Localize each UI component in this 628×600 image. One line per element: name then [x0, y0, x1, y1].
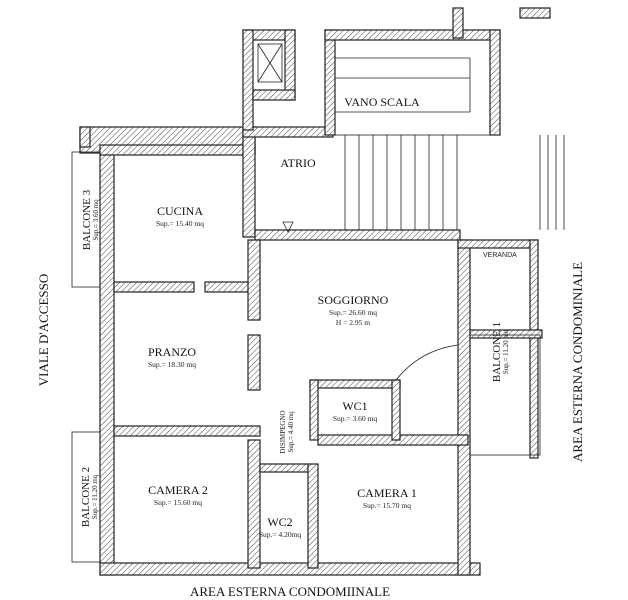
room-atrio: ATRIO: [280, 156, 316, 170]
balcone3-name: BALCONE 3: [81, 189, 93, 250]
wc1-sup: Sup.= 3.60 mq: [333, 414, 377, 423]
wc2-name: WC2: [267, 515, 292, 529]
camera2-sup: Sup.= 15.60 mq: [154, 498, 202, 507]
outer-label-bottom: AREA ESTERNA CONDOMIINALE: [190, 584, 390, 599]
veranda-label: VERANDA: [483, 252, 517, 259]
balcone1-label: BALCONE 1 Sup.= 11.20 mq: [491, 322, 510, 382]
room-soggiorno: SOGGIORNO Sup.= 26.60 mq H = 2.95 m: [318, 293, 389, 327]
lift-shaft: [257, 43, 283, 83]
interior-walls: [113, 239, 543, 569]
balcone1-name: BALCONE 1: [491, 322, 503, 382]
outer-label-left: VIALE D'ACCESSO: [36, 274, 51, 387]
cucina-sup: Sup.= 15.40 mq: [156, 219, 204, 228]
balcone3-label: BALCONE 3 Sup.= 3.60 mq: [81, 189, 100, 250]
balcone3-sup: Sup.= 3.60 mq: [92, 199, 100, 241]
disimpegno-sup: Sup.= 4.40 mq: [287, 411, 295, 453]
balcone1-sup: Sup.= 11.20 mq: [502, 329, 510, 374]
balcone2-name: BALCONE 2: [80, 467, 92, 527]
soggiorno-sup: Sup.= 26.60 mq: [329, 308, 377, 317]
room-pranzo: PRANZO Sup.= 18.30 mq: [148, 345, 196, 369]
soggiorno-name: SOGGIORNO: [318, 293, 389, 307]
room-wc1: WC1 Sup.= 3.60 mq: [333, 399, 377, 423]
balconies: [71, 151, 541, 563]
room-vano-scala: VANO SCALA: [344, 95, 420, 109]
pranzo-sup: Sup.= 18.30 mq: [148, 360, 196, 369]
room-camera1: CAMERA 1 Sup.= 15.70 mq: [357, 486, 417, 510]
doors: [282, 221, 459, 381]
cucina-name: CUCINA: [157, 204, 203, 218]
soggiorno-height: H = 2.95 m: [336, 318, 370, 327]
camera1-sup: Sup.= 15.70 mq: [363, 501, 411, 510]
camera1-name: CAMERA 1: [357, 486, 417, 500]
room-disimpegno: DISIMPEGNO Sup.= 4.40 mq: [279, 410, 295, 453]
room-wc2: WC2 Sup.= 4.20mq: [259, 515, 302, 539]
vano-scala-name: VANO SCALA: [344, 95, 420, 109]
stairs: [334, 39, 565, 230]
atrio-name: ATRIO: [280, 156, 316, 170]
wc2-sup: Sup.= 4.20mq: [259, 530, 302, 539]
outer-label-right: AREA ESTERNA CONDOMINIALE: [570, 262, 585, 462]
outer-walls: [79, 7, 551, 576]
room-camera2: CAMERA 2 Sup.= 15.60 mq: [148, 483, 208, 507]
wc1-name: WC1: [342, 399, 367, 413]
disimpegno-name: DISIMPEGNO: [279, 410, 287, 453]
pranzo-name: PRANZO: [148, 345, 196, 359]
balcone2-sup: Sup.= 11.20 mq: [91, 474, 99, 519]
camera2-name: CAMERA 2: [148, 483, 208, 497]
balcone2-label: BALCONE 2 Sup.= 11.20 mq: [80, 467, 99, 527]
room-cucina: CUCINA Sup.= 15.40 mq: [156, 204, 204, 228]
